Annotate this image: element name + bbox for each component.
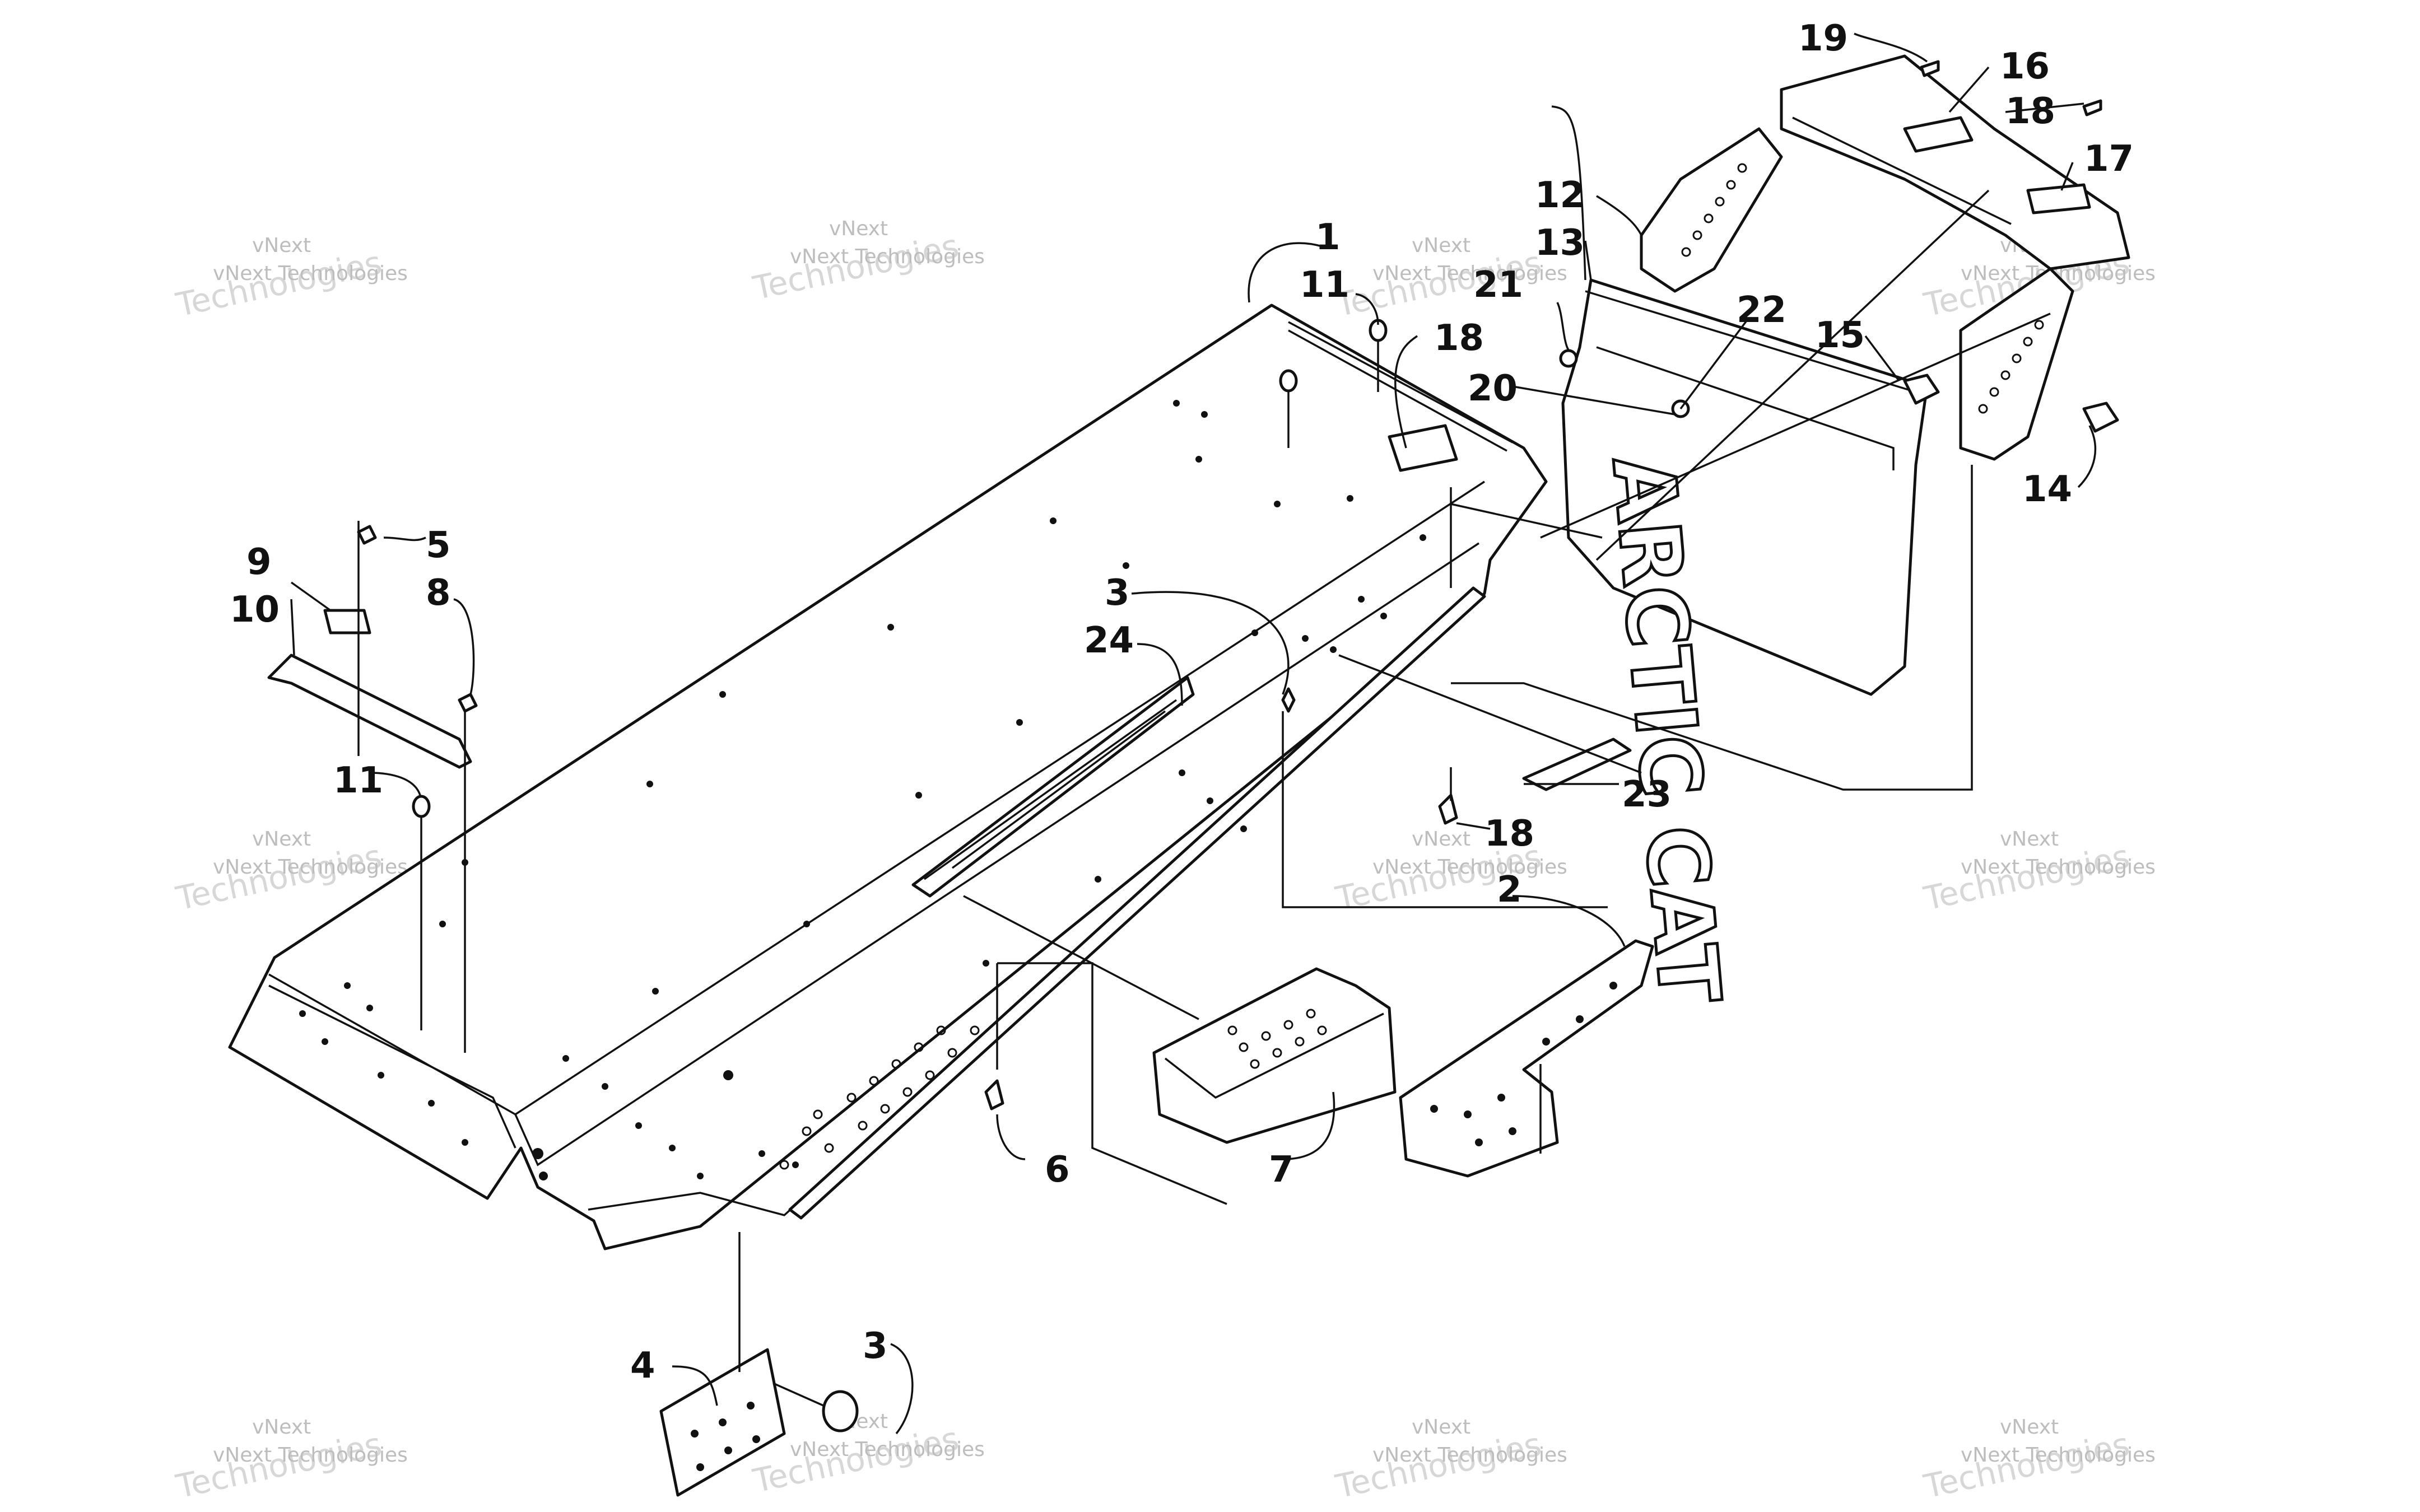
svg-text:vNext Technologies: vNext Technologies: [1372, 1444, 1567, 1467]
callout-20[interactable]: 20: [1468, 368, 1518, 409]
watermark: vNext vNext Technologies Technologies: [1332, 234, 1567, 324]
callout-2[interactable]: 2: [1497, 869, 1522, 911]
svg-text:vNext Technologies: vNext Technologies: [1372, 856, 1567, 879]
callouts: 1 2 3 3 4 5 6 7 8 9 10 11 11 12 13 14 15…: [230, 18, 2134, 1387]
callout-9[interactable]: 9: [246, 542, 272, 583]
callout-23[interactable]: 23: [1622, 774, 1672, 815]
bracket-part-10[interactable]: [267, 609, 472, 769]
callout-15[interactable]: 15: [1815, 315, 1865, 356]
svg-text:vNext: vNext: [829, 217, 888, 240]
callout-11[interactable]: 11: [1300, 264, 1349, 306]
watermark: vNext vNext Technologies Technologies: [750, 217, 985, 307]
svg-text:vNext Technologies: vNext Technologies: [213, 856, 408, 879]
callout-18[interactable]: 18: [1434, 318, 1484, 359]
svg-text:vNext Technologies: vNext Technologies: [213, 262, 408, 285]
callout-8[interactable]: 8: [426, 572, 451, 614]
watermark: vNext vNext Technologies Technologies: [173, 1416, 408, 1506]
svg-text:vNext Technologies: vNext Technologies: [213, 1444, 408, 1467]
svg-text:vNext Technologies: vNext Technologies: [790, 1438, 985, 1461]
svg-text:vNext: vNext: [1412, 1416, 1470, 1439]
bumper-perforations: [1681, 163, 2044, 414]
callout-18[interactable]: 18: [2005, 91, 2055, 132]
tunnel-rail: [788, 586, 1486, 1220]
svg-text:vNext Technologies: vNext Technologies: [1961, 856, 2156, 879]
tunnel-holes: [299, 400, 1426, 1180]
assembly-lines: [357, 189, 2051, 1407]
callout-14[interactable]: 14: [2022, 469, 2072, 510]
svg-text:vNext: vNext: [252, 828, 311, 851]
plate-part-4[interactable]: [659, 1348, 786, 1497]
callout-6[interactable]: 6: [1045, 1149, 1070, 1191]
step-part-7[interactable]: [1152, 967, 1397, 1144]
bumper-slot-16: [1903, 116, 1974, 153]
decal-part-23[interactable]: [1522, 738, 1632, 791]
tunnel-body: [228, 304, 1548, 1250]
bumper-left-end: [1640, 127, 1783, 293]
callout-4[interactable]: 4: [630, 1345, 655, 1387]
callout-3[interactable]: 3: [1105, 572, 1130, 614]
tunnel-front-fold: [268, 984, 516, 1149]
callout-18[interactable]: 18: [1484, 813, 1534, 855]
snowflap-part[interactable]: ARCTIC CAT: [1561, 278, 1929, 1009]
svg-text:vNext: vNext: [252, 234, 311, 257]
decal-part-24[interactable]: [911, 676, 1195, 898]
callout-7[interactable]: 7: [1269, 1149, 1294, 1191]
tunnel-slot-2: [1288, 329, 1507, 452]
watermark: vNext vNext Technologies Technologies: [750, 1410, 985, 1500]
callout-24[interactable]: 24: [1084, 620, 1134, 661]
svg-text:vNext: vNext: [252, 1416, 311, 1439]
svg-text:vNext Technologies: vNext Technologies: [790, 245, 985, 268]
svg-text:vNext Technologies: vNext Technologies: [1961, 1444, 2156, 1467]
svg-text:vNext: vNext: [2000, 828, 2059, 851]
svg-text:vNext: vNext: [1412, 828, 1470, 851]
callout-17[interactable]: 17: [2084, 138, 2134, 180]
watermark: vNext vNext Technologies Technologies: [1332, 1416, 1567, 1506]
bumper-slot-17: [2026, 183, 2091, 214]
svg-text:vNext Technologies: vNext Technologies: [1372, 262, 1567, 285]
watermark: vNext vNext Technologies Technologies: [1920, 828, 2156, 918]
tunnel-side-fold: [514, 542, 1479, 1166]
callout-10[interactable]: 10: [230, 589, 280, 631]
svg-text:vNext: vNext: [2000, 1416, 2059, 1439]
tunnel-slot: [1288, 321, 1513, 444]
callout-1[interactable]: 1: [1315, 217, 1341, 258]
callout-leaders: [290, 32, 2097, 1435]
part-3-lower[interactable]: [822, 1390, 859, 1432]
callout-22[interactable]: 22: [1737, 290, 1786, 331]
callout-16[interactable]: 16: [2000, 46, 2050, 87]
svg-text:vNext: vNext: [1412, 234, 1470, 257]
callout-13[interactable]: 13: [1535, 222, 1585, 264]
callout-12[interactable]: 12: [1535, 175, 1585, 216]
callout-5[interactable]: 5: [426, 525, 451, 566]
callout-19[interactable]: 19: [1798, 18, 1848, 59]
callout-21[interactable]: 21: [1473, 264, 1523, 306]
watermark: vNext vNext Technologies Technologies: [173, 234, 408, 324]
callout-11[interactable]: 11: [333, 760, 383, 801]
tunnel-part[interactable]: [228, 304, 1548, 1250]
hardware: [357, 60, 2119, 1110]
bracket-part-2[interactable]: [1399, 939, 1654, 1178]
callout-3[interactable]: 3: [863, 1326, 888, 1367]
watermark: vNext vNext Technologies Technologies: [1920, 1416, 2156, 1506]
